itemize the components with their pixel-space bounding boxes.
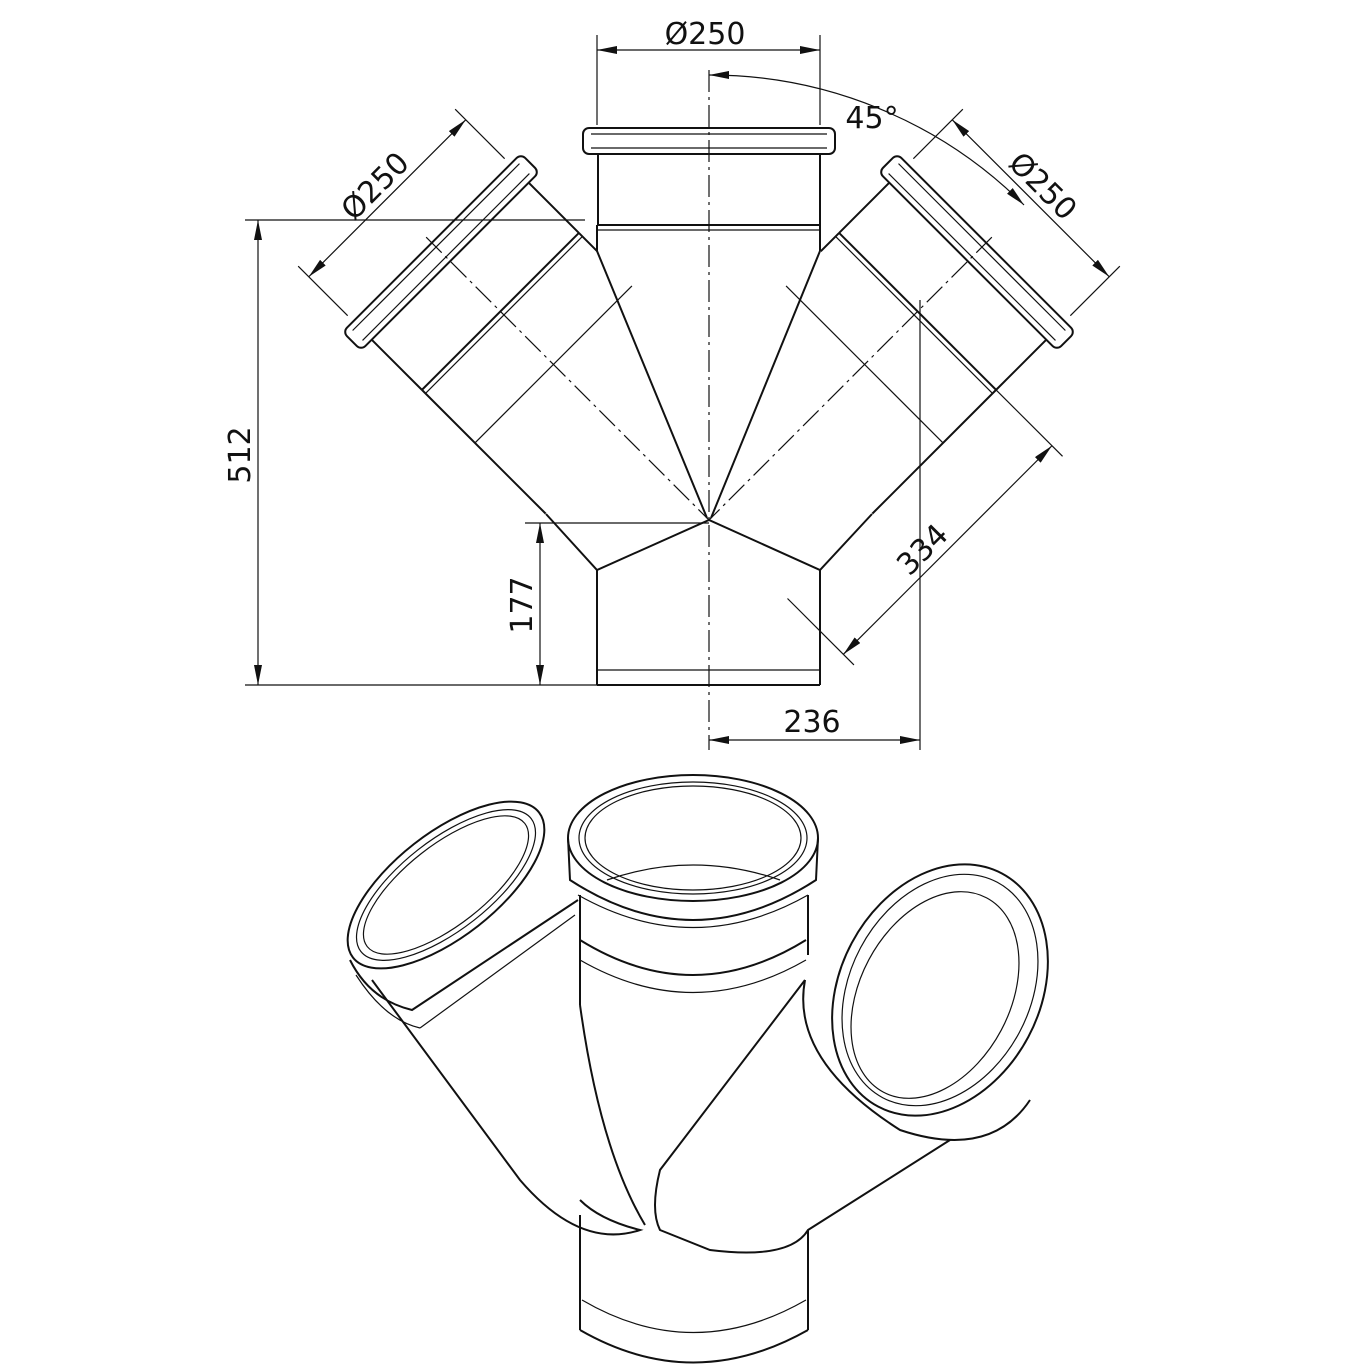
isometric-view xyxy=(346,774,1049,1364)
dim-top-diameter: Ø250 xyxy=(665,17,746,52)
dim-horizontal-offset: 236 xyxy=(783,705,840,740)
elevation-view: Ø250 45° Ø250 Ø250 512 177 xyxy=(223,17,1121,750)
dim-left-diameter: Ø250 xyxy=(335,146,417,228)
left-branch xyxy=(341,152,710,521)
dim-bottom-height: 177 xyxy=(505,576,540,633)
dim-branch-length: 334 xyxy=(890,517,955,582)
dim-overall-height: 512 xyxy=(223,426,258,483)
right-branch xyxy=(708,152,1077,521)
dim-right-diameter: Ø250 xyxy=(1001,146,1083,228)
dim-angle: 45° xyxy=(845,101,898,136)
